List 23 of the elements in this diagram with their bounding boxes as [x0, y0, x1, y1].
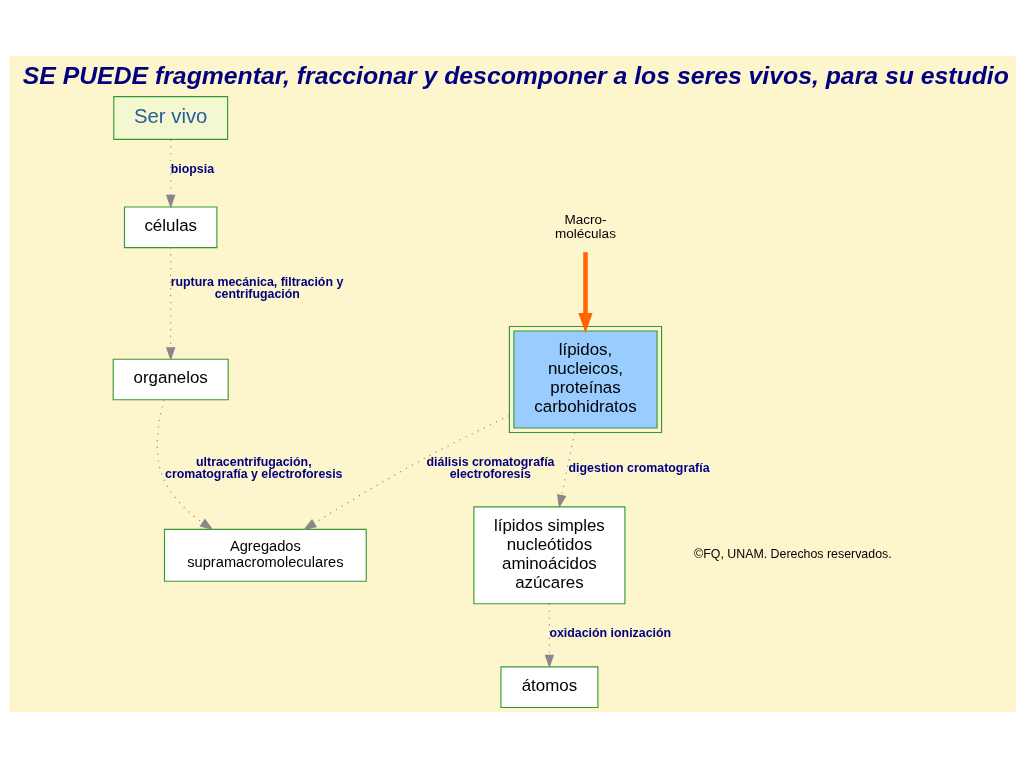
edge-label: ultracentrifugación, cromatografía y electroforesis — [164, 455, 343, 482]
arrow — [544, 603, 554, 669]
edge-label: diálisis cromatografía electroforesis — [426, 455, 554, 482]
edge-label: ruptura mecánica, filtración y centrifugación — [170, 274, 343, 302]
arrow — [302, 415, 510, 531]
arrow — [556, 432, 575, 509]
edge-label: oxidación ionización — [548, 626, 671, 641]
node-box: organelos — [112, 358, 229, 401]
edge-label: biopsia — [170, 162, 214, 176]
label: ©FQ, UNAM. Derechos reservados. — [693, 547, 892, 562]
node-box: lípidos simples nucleótidos aminoácidos azúcares — [472, 506, 625, 605]
arrow — [165, 139, 175, 209]
arrow — [577, 252, 593, 334]
node-box: Ser vivo — [112, 96, 228, 140]
node-box: átomos — [499, 666, 598, 709]
arrow — [165, 247, 175, 361]
node-box: lípidos, nucleicos, proteínas carbohidratos — [508, 325, 662, 434]
node-box: Agregados supramacromoleculares — [163, 528, 367, 582]
diagram-title: SE PUEDE fragmentar, fraccionar y descomponer a los seres vivos, para su estudio — [22, 61, 1009, 89]
edge-label: digestion cromatografía — [568, 460, 710, 475]
arrow — [156, 399, 213, 531]
node-box: células — [123, 206, 217, 249]
node-text: Macro-moléculas — [554, 211, 616, 242]
